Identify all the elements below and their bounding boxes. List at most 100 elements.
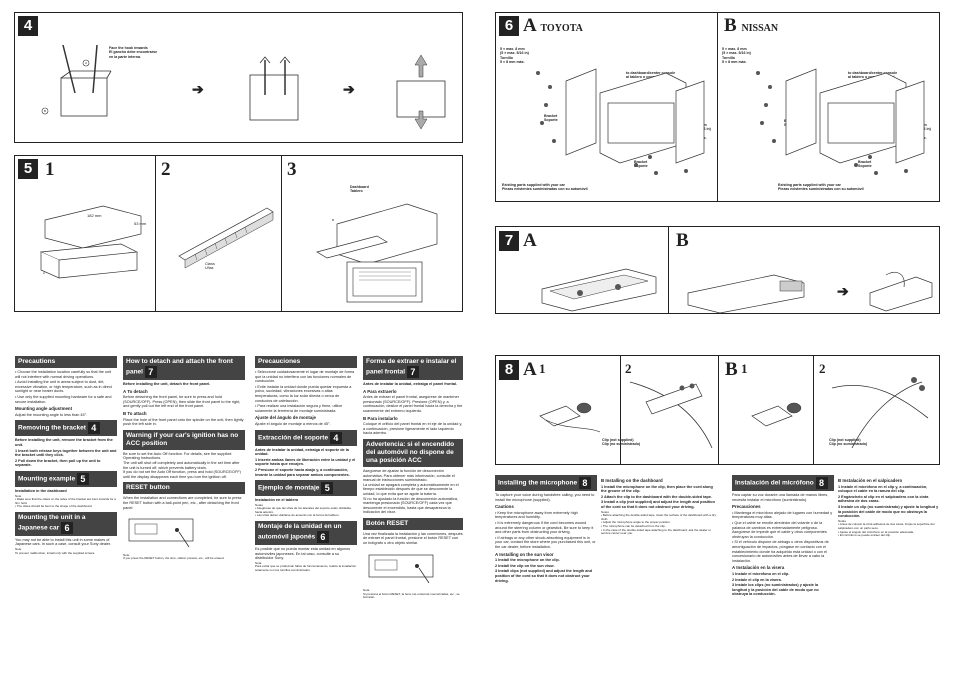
detach-b-heading: B To attach <box>123 410 147 416</box>
caution-item: • Keep the microphone away from extremel… <box>495 510 578 520</box>
detach-b-text: Place the hole of the front panel onto t… <box>123 417 244 427</box>
release-key-figure-3 <box>396 54 446 130</box>
attach-panel-figure-2 <box>869 272 933 312</box>
microfono-heading: Instalación del micrófono 8 <box>732 475 834 491</box>
nissan-brand: NISSAN <box>741 23 779 34</box>
step-3-number: 3 <box>287 159 297 180</box>
divider <box>718 356 719 464</box>
column-mic-en-2: B Installing on the dashboard 1 Install … <box>601 476 719 537</box>
precaucion-item: • Evite instalar la unidad donde pueda q… <box>255 384 352 403</box>
precaucion-mic-item: • Que el cable se enrolle alrededor del … <box>732 520 827 539</box>
section-ref-badge: 7 <box>144 366 157 378</box>
step-1-number: 1 <box>45 159 55 180</box>
section-ref-badge: 5 <box>321 482 334 495</box>
warning-text: Be sure to set the Auto Off function. Fo… <box>123 451 241 479</box>
ejemplo-sub: Instalación en el tablero <box>255 498 299 503</box>
removing-intro: Before installing the unit, remove the b… <box>15 438 113 447</box>
precaution-item: • Choose the installation location caref… <box>15 370 112 379</box>
section-ref-badge: 6 <box>61 521 74 534</box>
extraccion-heading: Extracción del soporte 4 <box>255 429 357 446</box>
toyota-bracket-label: Bracket Soporte <box>544 114 558 123</box>
caution-item: • It is extremely dangerous if the cord … <box>495 520 594 535</box>
section-8-a: A <box>523 359 537 380</box>
section-8-b1: 1 <box>741 361 748 376</box>
boton-reset-heading: Botón RESET <box>363 517 463 530</box>
precaucion-item: • Para realizar una instalación segura y… <box>255 404 343 413</box>
toyota-letter-a: A <box>523 15 536 36</box>
column-en-2: How to detach and attach the front panel… <box>123 353 245 562</box>
section-4-badge: 4 <box>18 16 38 36</box>
divider <box>717 13 718 201</box>
dashboard-clip-figure <box>751 402 802 427</box>
extraccion-intro: Antes de instalar la unidad, extraiga el… <box>255 447 349 457</box>
divider <box>155 156 156 311</box>
section-8-b: B <box>725 359 738 380</box>
ejemplo-heading: Ejemplo de montaje 5 <box>255 480 357 497</box>
divider <box>620 356 621 464</box>
salpicadero-notes: Notas • Antes de colocar la cinta adhesi… <box>838 518 935 538</box>
arrow-right-icon: ➔ <box>837 283 849 299</box>
attach-panel-figure-1 <box>687 274 805 314</box>
detach-a-heading: A To detach <box>123 388 148 394</box>
salpicadero-step: 2 Engánchelo al clip en el salpicadero c… <box>838 494 929 504</box>
removing-step: 1 Insert both release keys together betw… <box>15 448 117 458</box>
precautions-heading: Precautions <box>15 356 117 368</box>
nissan-screw-label-1: 5 × max. 8 mm (5 × max. 5/16 in) Tornill… <box>722 47 751 64</box>
detach-panel-figure <box>541 268 657 312</box>
detach-a-text: Before detaching the front panel, be sur… <box>123 395 241 409</box>
section-5-panel: 5 1 2 3 182 mm 53 mm A Claws Uñas Dashbo… <box>14 155 463 312</box>
visor-heading: A Installing on the sun visor <box>495 551 554 557</box>
japanese-car-heading: Mounting the unit in a Japanese car 6 <box>15 511 117 536</box>
precauciones-mic-heading: Precauciones <box>732 504 761 510</box>
divider <box>668 227 669 313</box>
dashboard-step: 3 Install a clip (not supplied) and adju… <box>601 500 715 509</box>
section-8-a1: 1 <box>539 361 546 376</box>
reset-button-figure <box>368 554 434 583</box>
nissan-existing-label: Existing parts supplied with your car Pi… <box>778 183 864 192</box>
instalarlo-text: Coloque el orificio del panel frontal en… <box>363 422 463 436</box>
dimension-height: 53 mm <box>134 221 147 226</box>
arrow-right-icon: ➔ <box>192 81 204 97</box>
microfono-intro: Para captar su voz durante una llamada d… <box>732 493 829 502</box>
dashboard-insert-figure <box>316 203 438 303</box>
panel-frontal-heading-text: Forma de extraer e instalar el panel fro… <box>366 358 457 376</box>
mic-heading: Installing the microphone 8 <box>495 475 597 491</box>
panel-frontal-heading: Forma de extraer e instalar el panel fro… <box>363 356 463 380</box>
japones-text: Es posible que no pueda montar esta unid… <box>255 547 350 561</box>
precaution-item: • Avoid installing the unit in areas sub… <box>15 380 112 394</box>
detach-heading-text: How to detach and attach the front panel <box>126 358 233 376</box>
advertencia-heading: Advertencia: si el encendido del automóv… <box>363 438 463 467</box>
section-5-badge: 5 <box>18 159 38 179</box>
step-2-number: 2 <box>161 159 171 180</box>
toyota-existing-label: Existing parts supplied with your car Pi… <box>502 183 588 192</box>
japanese-car-text: You may not be able to install this unit… <box>15 537 112 547</box>
column-es-1: Precauciones • Seleccione cuidadosamente… <box>255 353 357 574</box>
dashboard-step: 2 Attach the clip to the dashboard with … <box>601 494 713 499</box>
hook-label: Face the hook inwards El gancho debe enc… <box>109 46 159 59</box>
section-6-badge: 6 <box>499 16 519 36</box>
precaucion-item: • Seleccione cuidadosamente el lugar de … <box>255 370 355 384</box>
circle-b-label: B <box>44 109 47 113</box>
mounting-example-note: Note • Make sure that the claws on the s… <box>15 493 116 509</box>
dashboard-heading: B Installing on the dashboard <box>601 478 663 483</box>
claws-figure <box>178 207 274 269</box>
removing-step: 2 Pull down the bracket, then pull up th… <box>15 458 101 468</box>
extraerlo-text: Antes de extraer el panel frontal, asegú… <box>363 395 463 413</box>
precaution-item: • Use only the supplied mounting hardwar… <box>15 394 112 404</box>
nissan-letter: B NISSAN <box>724 15 778 37</box>
section-ref-badge: 5 <box>76 472 89 485</box>
reset-heading: RESET button <box>123 482 245 495</box>
section-8-b2: 2 <box>819 361 826 376</box>
divider <box>281 156 282 311</box>
reset-button-figure <box>128 518 194 548</box>
dashboard-step: 1 Install the microphone on the clip, th… <box>601 484 713 494</box>
arrow-right-icon: ➔ <box>343 81 355 97</box>
japones-heading-text: Montaje de la unidad en un automóvil jap… <box>258 523 342 541</box>
removing-bracket-heading: Removing the bracket 4 <box>15 420 117 437</box>
japones-note: Nota Para evitar que se produzcan fallos… <box>255 560 357 573</box>
section-ref-badge: 4 <box>329 431 342 444</box>
salpicadero-heading: B Instalación en el salpicadero <box>838 478 903 483</box>
circle-a-label: A <box>85 61 88 65</box>
mounting-angle-heading: Mounting angle adjustment <box>15 406 73 412</box>
advertencia-text: Asegúrese de ajustar la función de desco… <box>363 468 459 515</box>
